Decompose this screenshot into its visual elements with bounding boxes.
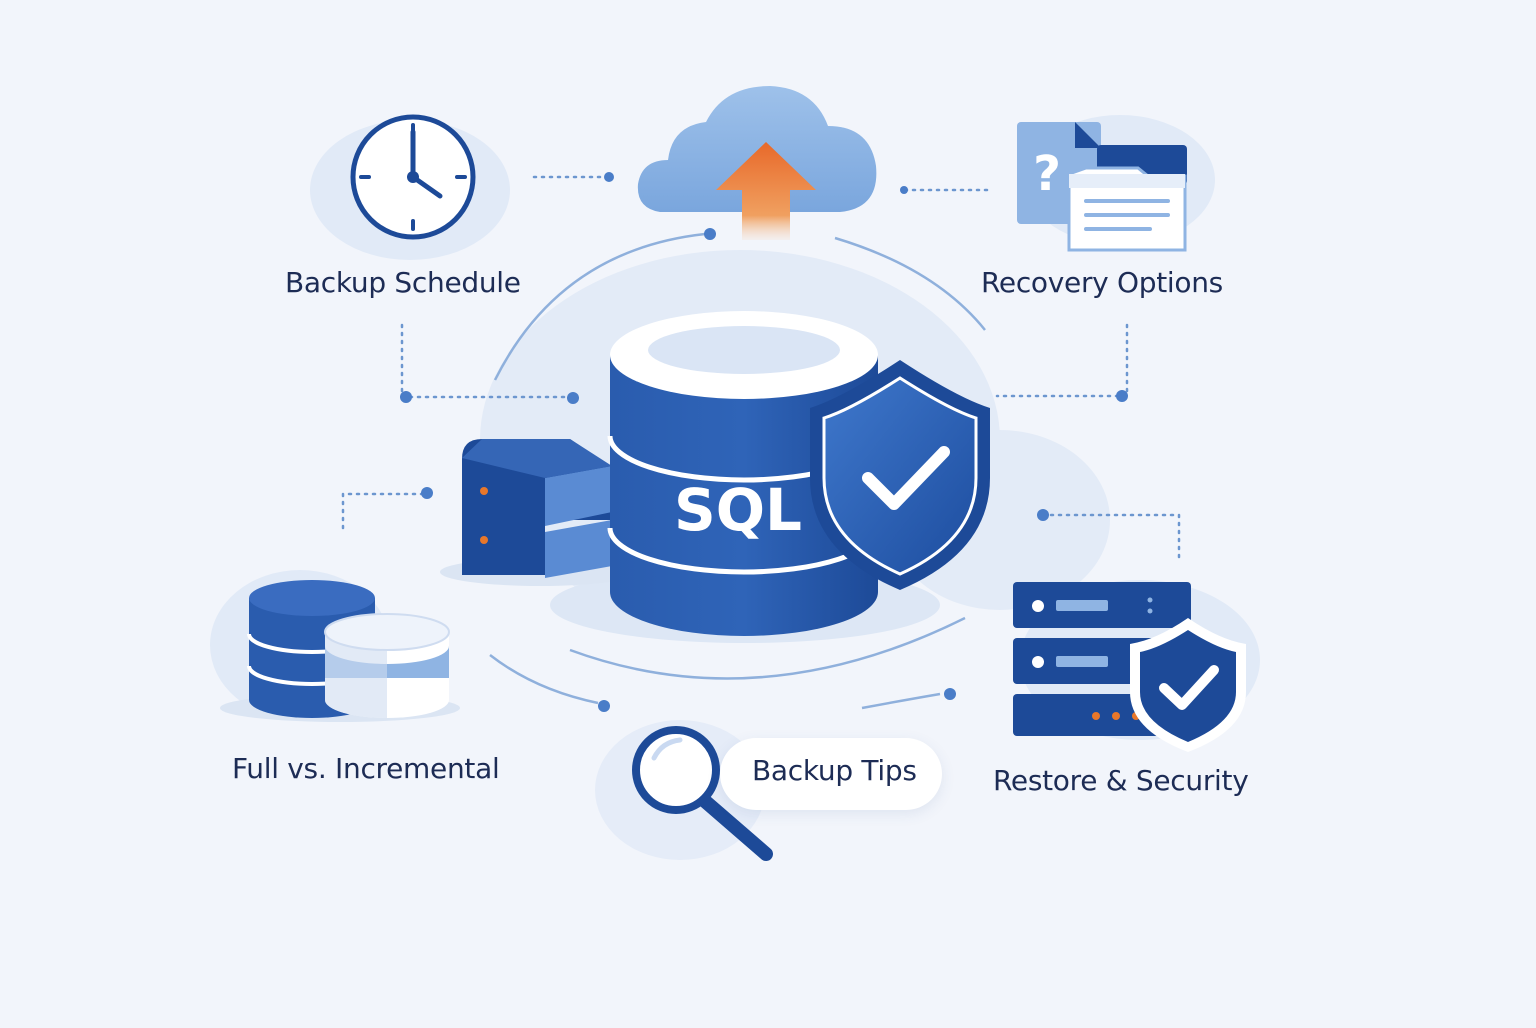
- cloud-upload-icon: [637, 86, 877, 240]
- dots-recovery-center: [995, 323, 1129, 398]
- arc-top-right: [834, 236, 986, 331]
- magnifier-icon: [632, 726, 773, 861]
- label-backup-tips: Backup Tips: [752, 754, 917, 787]
- dot: [704, 228, 716, 240]
- connector-arcs: [489, 232, 986, 710]
- dots-server-center: [1041, 513, 1181, 562]
- center-server-icon: [440, 439, 640, 586]
- connector-dots: [400, 172, 1128, 712]
- dot: [944, 688, 956, 700]
- svg-text:?: ?: [1033, 146, 1061, 202]
- dot: [1037, 509, 1049, 521]
- sql-label: SQL: [674, 476, 802, 544]
- dot: [900, 186, 908, 194]
- label-full-vs-incremental: Full vs. Incremental: [232, 752, 500, 785]
- dots-stack-center: [341, 492, 427, 530]
- dot: [400, 391, 412, 403]
- clock-icon: [350, 114, 476, 240]
- stacked-databases-icon: [220, 580, 460, 722]
- arc-bottom-right: [861, 692, 941, 710]
- dot: [604, 172, 614, 182]
- arc-bottom-left: [489, 654, 599, 705]
- shield-check-icon: [810, 360, 990, 590]
- dot: [567, 392, 579, 404]
- label-recovery-options: Recovery Options: [981, 266, 1223, 299]
- arc-bottom-center: [569, 616, 966, 680]
- backup-tips-pill: [720, 738, 942, 810]
- label-backup-schedule: Backup Schedule: [285, 266, 521, 299]
- dot: [421, 487, 433, 499]
- arc-top-left: [493, 232, 706, 381]
- dot: [1116, 390, 1128, 402]
- label-restore-security: Restore & Security: [993, 764, 1249, 797]
- server-shield-icon: [1013, 582, 1246, 752]
- folder-question-icon: ?: [1017, 122, 1187, 252]
- dot: [598, 700, 610, 712]
